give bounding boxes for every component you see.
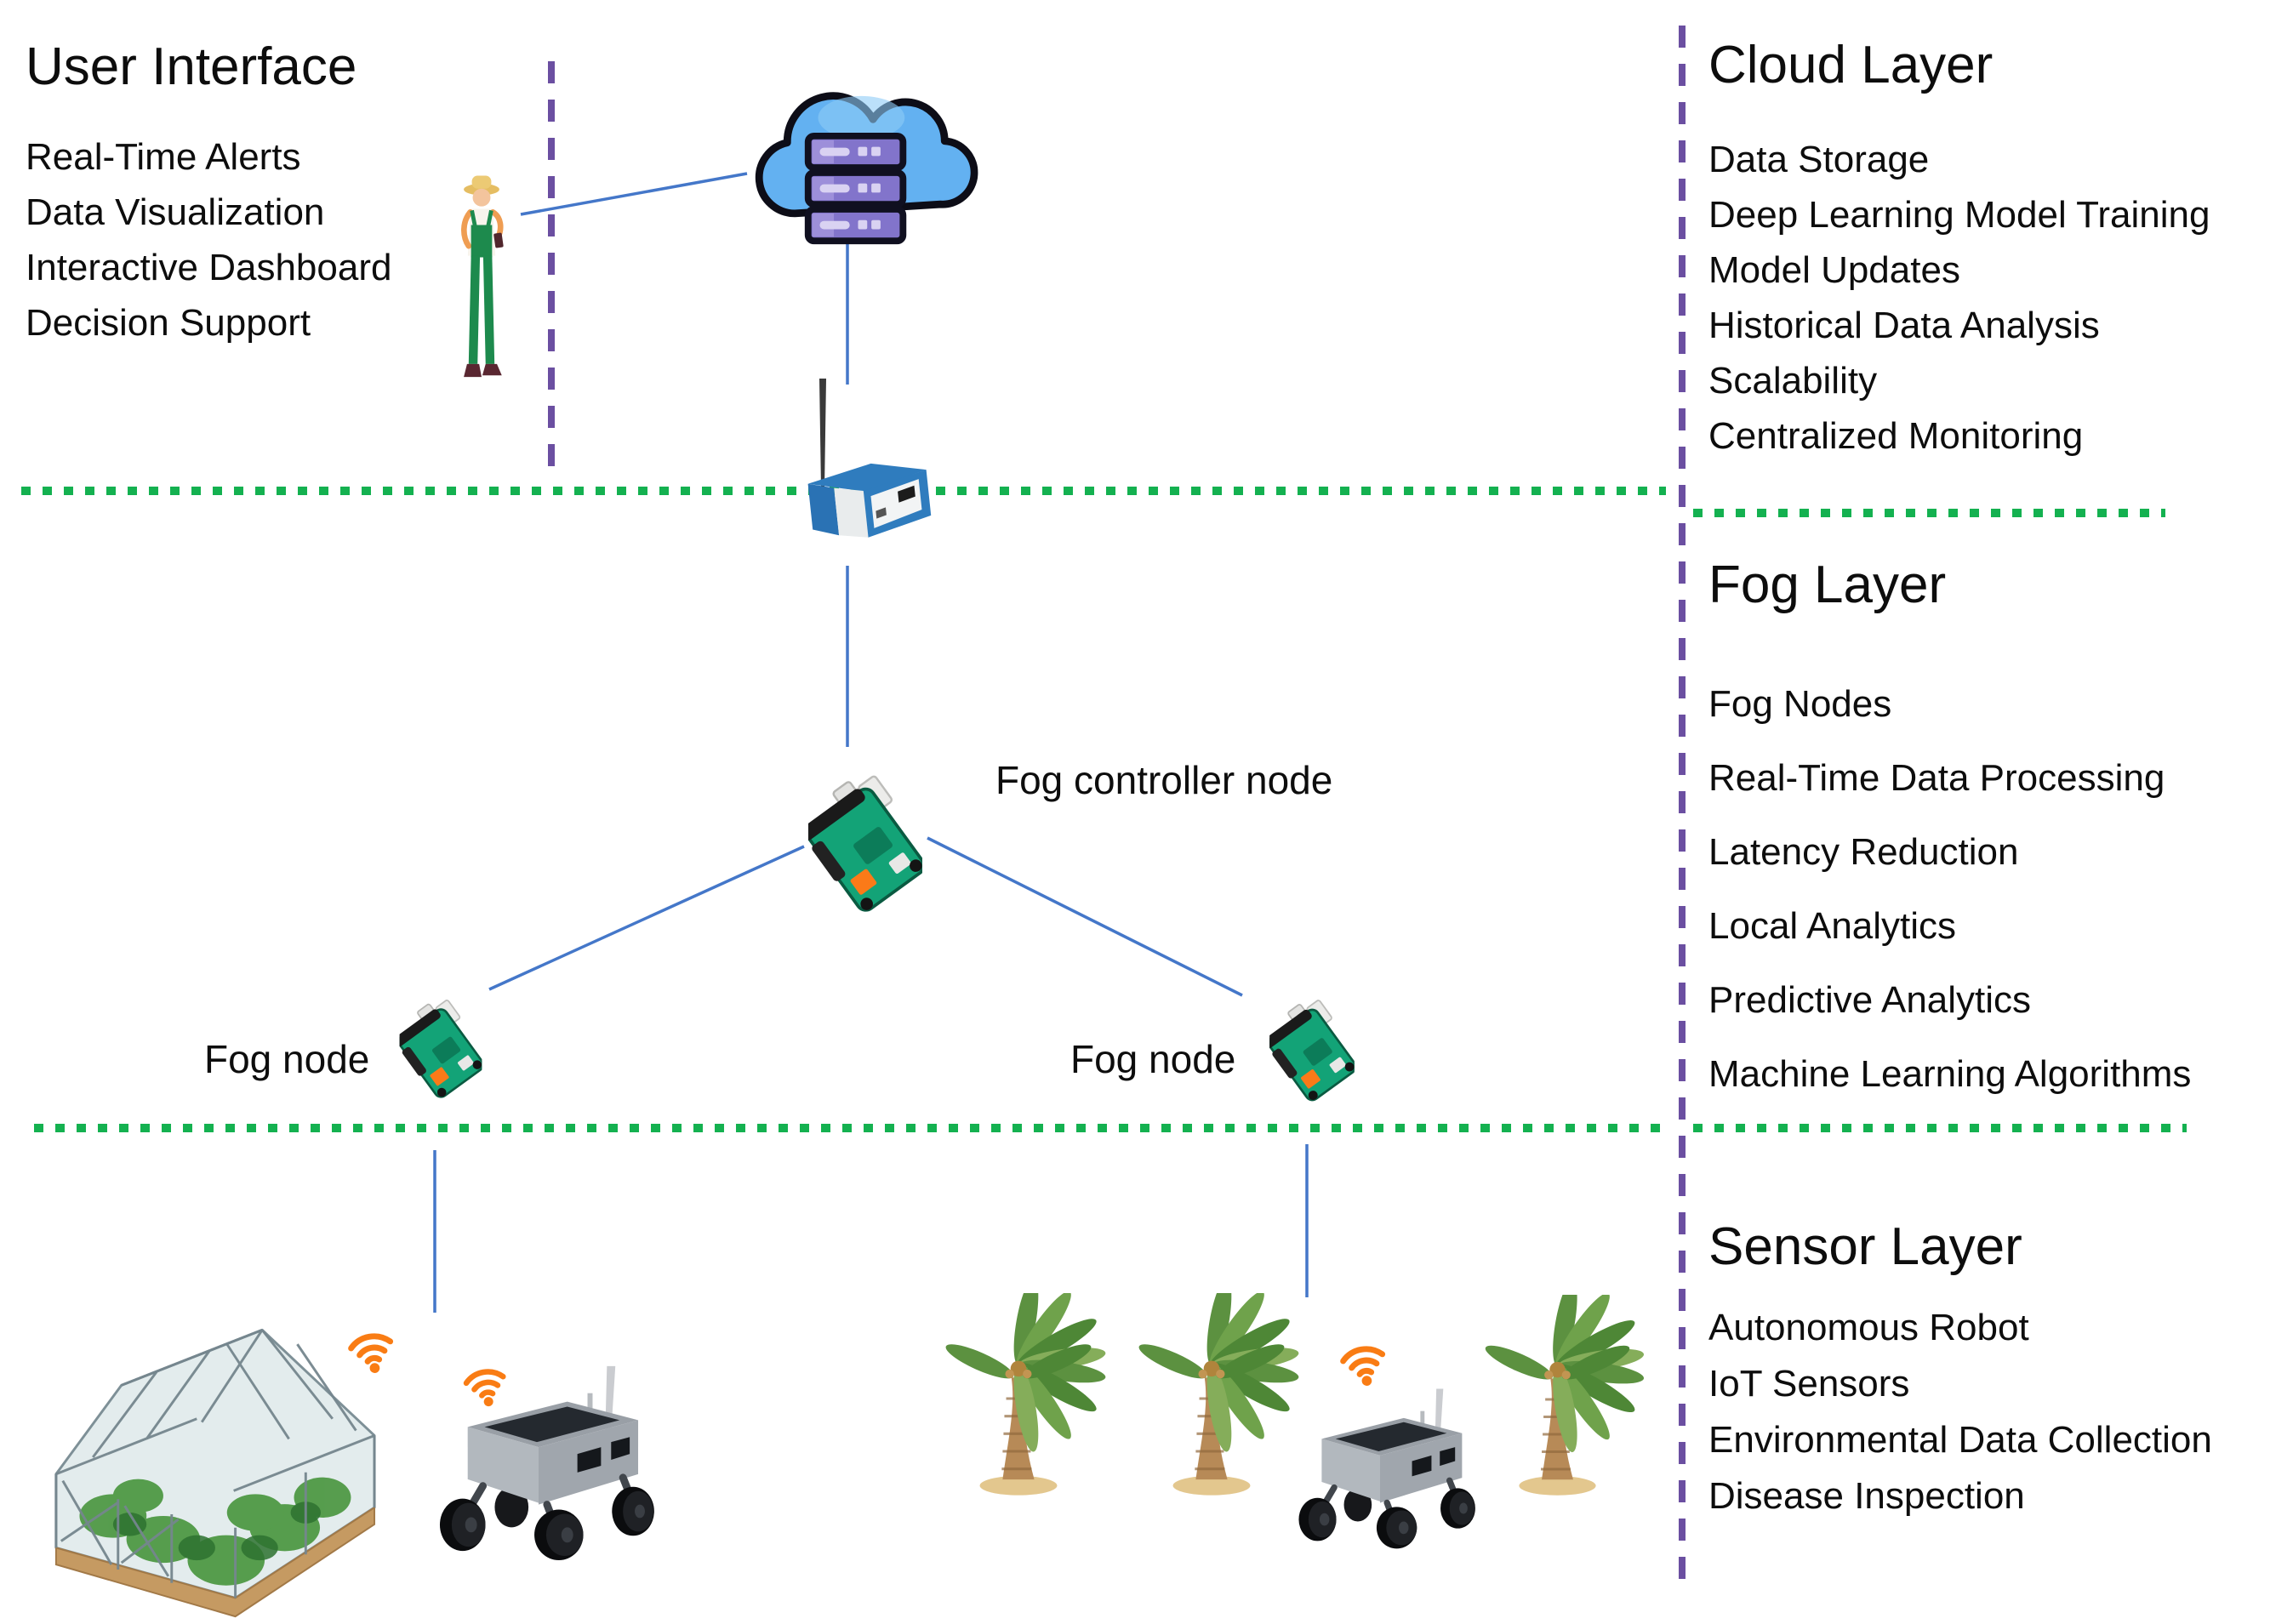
fog-layer-block: Fog Layer Fog Nodes Real-Time Data Proce… (1708, 557, 2191, 1111)
iot-gateway-icon (791, 368, 944, 551)
cloud-layer-title: Cloud Layer (1708, 36, 1994, 94)
list-item: Real-Time Data Processing (1708, 757, 2165, 800)
list-item: Model Updates (1708, 249, 1960, 292)
fog-layer-feature-list: Fog Nodes Real-Time Data Processing Late… (1708, 667, 2191, 1111)
link-controller-fognode-right (927, 836, 1243, 997)
greenhouse-icon (34, 1296, 393, 1623)
user-interface-title: User Interface (26, 37, 357, 96)
sensor-layer-block: Sensor Layer Autonomous Robot IoT Sensor… (1708, 1219, 2212, 1524)
sensor-layer-feature-list: Autonomous Robot IoT Sensors Environment… (1708, 1300, 2212, 1524)
list-item: Machine Learning Algorithms (1708, 1053, 2192, 1096)
fog-layer-title: Fog Layer (1708, 556, 1947, 614)
palm-tree-icon-2 (1121, 1293, 1302, 1504)
list-item: Centralized Monitoring (1708, 415, 2084, 458)
wifi-icon-greenhouse (342, 1318, 400, 1376)
robot-rover-left-icon (411, 1359, 666, 1562)
farmer-user-icon (449, 167, 514, 396)
fog-node-right-board-icon (1258, 995, 1366, 1111)
list-item: Deep Learning Model Training (1708, 194, 2210, 236)
fog-node-left-board-icon (391, 995, 490, 1108)
list-item: Fog Nodes (1708, 683, 1892, 726)
list-item: Local Analytics (1708, 905, 1957, 948)
wifi-icon-robot-right (1334, 1331, 1392, 1388)
sensor-layer-title: Sensor Layer (1708, 1217, 2022, 1276)
fog-node-left-label: Fog node (204, 1037, 370, 1081)
list-item: Environmental Data Collection (1708, 1419, 2212, 1462)
link-user-cloud (520, 172, 748, 216)
list-item: Scalability (1708, 360, 1878, 402)
fog-controller-label: Fog controller node (995, 758, 1333, 802)
cloud-layer-feature-list: Data Storage Deep Learning Model Trainin… (1708, 132, 2210, 464)
cloud-server-icon (736, 53, 978, 248)
palm-tree-icon-1 (926, 1293, 1111, 1504)
user-interface-feature-list: Real-Time Alerts Data Visualization Inte… (26, 129, 391, 350)
palm-tree-icon-3 (1466, 1295, 1649, 1504)
user-interface-block: User Interface Real-Time Alerts Data Vis… (26, 39, 391, 350)
list-item: Data Storage (1708, 139, 1930, 181)
cloud-layer-block: Cloud Layer Data Storage Deep Learning M… (1708, 37, 2210, 464)
list-item: Decision Support (26, 302, 311, 345)
robot-rover-right-icon (1275, 1383, 1486, 1550)
list-item: Real-Time Alerts (26, 136, 301, 179)
list-item: Predictive Analytics (1708, 979, 2032, 1022)
fog-node-right-label: Fog node (1070, 1037, 1236, 1081)
wifi-icon-robot-left (458, 1354, 512, 1409)
list-item: IoT Sensors (1708, 1363, 1910, 1405)
list-item: Interactive Dashboard (26, 247, 392, 289)
list-item: Disease Inspection (1708, 1475, 2025, 1518)
list-item: Autonomous Robot (1708, 1307, 2029, 1349)
list-item: Historical Data Analysis (1708, 305, 2100, 347)
list-item: Latency Reduction (1708, 831, 2019, 874)
link-controller-fognode-left (488, 845, 805, 991)
fog-controller-board-icon (808, 764, 922, 931)
list-item: Data Visualization (26, 191, 325, 234)
